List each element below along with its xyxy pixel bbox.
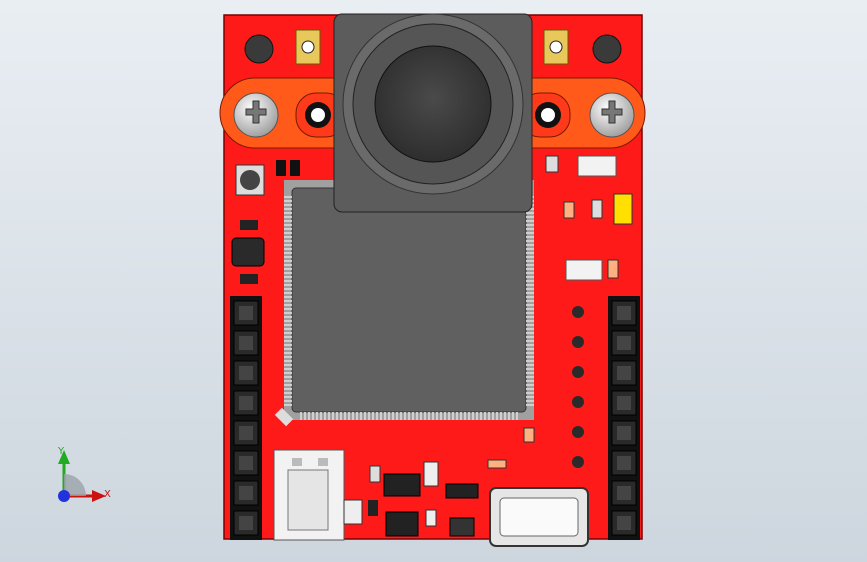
header-pin — [611, 450, 637, 476]
header-pin — [611, 510, 637, 536]
test-pads — [572, 306, 584, 468]
header-pin — [233, 450, 259, 476]
header-pin — [611, 480, 637, 506]
axis-label-y: Y — [57, 446, 65, 457]
test-pad — [572, 396, 584, 408]
camera-module — [333, 13, 533, 213]
header-pin — [233, 330, 259, 356]
right-components — [545, 155, 633, 468]
header-pin — [611, 300, 637, 326]
top-connectors — [295, 29, 569, 65]
header-pin — [233, 510, 259, 536]
mounting-hole-right — [592, 34, 622, 64]
test-pad — [572, 306, 584, 318]
camera-lens — [374, 45, 492, 163]
header-pin — [611, 390, 637, 416]
pin-header-left — [230, 296, 262, 540]
screw-left — [233, 92, 279, 138]
test-pad — [572, 426, 584, 438]
bottom-components — [273, 427, 535, 541]
header-pin — [233, 480, 259, 506]
test-pad — [572, 336, 584, 348]
screw-right — [589, 92, 635, 138]
header-pin — [233, 390, 259, 416]
header-pin — [611, 360, 637, 386]
usb-connector — [489, 487, 589, 547]
test-pad — [572, 456, 584, 468]
pin-header-right — [608, 296, 640, 540]
header-pin — [611, 420, 637, 446]
test-pad — [572, 366, 584, 378]
left-components — [231, 160, 300, 427]
header-pin — [233, 300, 259, 326]
triad-origin — [58, 490, 70, 502]
header-pin — [233, 360, 259, 386]
header-pin — [611, 330, 637, 356]
axis-label-x: X — [104, 489, 111, 500]
header-pin — [233, 420, 259, 446]
main-processor-chip — [284, 180, 534, 420]
mounting-hole-left — [244, 34, 274, 64]
coordinate-triad: Y X — [57, 446, 111, 502]
